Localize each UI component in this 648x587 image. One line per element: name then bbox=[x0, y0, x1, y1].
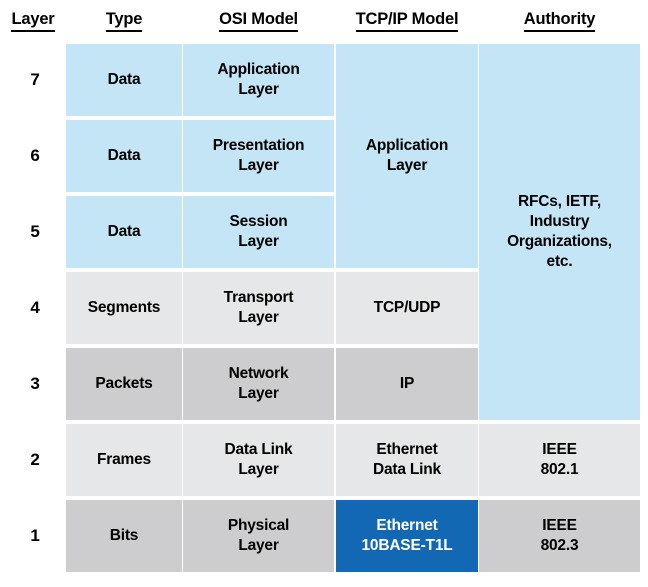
layer-number-6: 6 bbox=[30, 146, 40, 165]
authority-cell-layer-1-line2: 802.3 bbox=[540, 537, 579, 554]
layer-number-2: 2 bbox=[30, 450, 40, 469]
column-header-tcpip-model: TCP/IP Model bbox=[336, 10, 478, 32]
column-header-tcpip-model-label: TCP/IP Model bbox=[355, 10, 459, 32]
layer-number-4: 4 bbox=[30, 298, 40, 317]
type-cell-layer-4: Segments bbox=[66, 272, 182, 344]
layer-number-7: 7 bbox=[30, 70, 40, 89]
table-header-row: Layer Type OSI Model TCP/IP Model Author… bbox=[0, 0, 648, 44]
tcpip-cell-layer-2: Ethernet Data Link bbox=[336, 424, 478, 496]
type-cell-layer-7: Data bbox=[66, 44, 182, 116]
type-cell-layer-5: Data bbox=[66, 196, 182, 268]
osi-cell-layer-5: Session Layer bbox=[183, 196, 334, 268]
tcpip-cell-layer-2-line1: Ethernet bbox=[376, 441, 438, 458]
tcpip-cell-layer-1-line2: 10BASE-T1L bbox=[361, 537, 453, 554]
osi-cell-layer-6-line2: Layer bbox=[238, 157, 279, 174]
tcpip-application-line2: Layer bbox=[386, 157, 428, 174]
tcpip-application-line1: Application bbox=[365, 137, 449, 154]
osi-cell-layer-7-line2: Layer bbox=[238, 81, 279, 98]
type-cell-layer-1: Bits bbox=[66, 500, 182, 572]
osi-cell-layer-7: Application Layer bbox=[183, 44, 334, 116]
authority-rfcs-line2: Industry bbox=[529, 213, 590, 230]
tcpip-cell-layer-1-highlighted: Ethernet 10BASE-T1L bbox=[336, 500, 478, 572]
osi-cell-layer-5-line1: Session bbox=[229, 213, 288, 230]
osi-cell-layer-2-line2: Layer bbox=[238, 461, 279, 478]
column-header-osi-model: OSI Model bbox=[183, 10, 334, 32]
column-header-layer-label: Layer bbox=[11, 10, 55, 32]
authority-cell-layer-2-line2: 802.1 bbox=[540, 461, 579, 478]
tcpip-cell-layer-3: IP bbox=[336, 348, 478, 420]
osi-cell-layer-2: Data Link Layer bbox=[183, 424, 334, 496]
column-header-authority: Authority bbox=[479, 10, 640, 32]
authority-cell-layer-1: IEEE 802.3 bbox=[479, 500, 640, 572]
authority-rfcs-line4: etc. bbox=[546, 253, 573, 270]
column-header-osi-model-label: OSI Model bbox=[219, 10, 298, 32]
table-body: 7 6 5 4 3 2 1 Data Data Data Segments Pa… bbox=[0, 44, 648, 577]
tcpip-cell-application-layer-merged: Application Layer bbox=[336, 44, 478, 268]
tcpip-cell-layer-1-line1: Ethernet bbox=[376, 517, 438, 534]
osi-cell-layer-6-line1: Presentation bbox=[212, 137, 305, 154]
type-cell-layer-6: Data bbox=[66, 120, 182, 192]
layer-number-5: 5 bbox=[30, 222, 40, 241]
osi-cell-layer-6: Presentation Layer bbox=[183, 120, 334, 192]
authority-cell-layer-2: IEEE 802.1 bbox=[479, 424, 640, 496]
osi-cell-layer-3: Network Layer bbox=[183, 348, 334, 420]
authority-rfcs-line1: RFCs, IETF, bbox=[517, 193, 602, 210]
authority-cell-rfcs-merged: RFCs, IETF, Industry Organizations, etc. bbox=[479, 44, 640, 420]
osi-cell-layer-3-line1: Network bbox=[228, 365, 289, 382]
osi-cell-layer-1-line1: Physical bbox=[227, 517, 290, 534]
type-cell-layer-3: Packets bbox=[66, 348, 182, 420]
layer-number-1: 1 bbox=[30, 526, 40, 545]
osi-cell-layer-4-line1: Transport bbox=[223, 289, 294, 306]
authority-cell-layer-2-line1: IEEE bbox=[542, 441, 577, 458]
authority-cell-layer-1-line1: IEEE bbox=[542, 517, 577, 534]
authority-rfcs-line3: Organizations, bbox=[507, 233, 612, 250]
tcpip-cell-layer-4: TCP/UDP bbox=[336, 272, 478, 344]
osi-cell-layer-1: Physical Layer bbox=[183, 500, 334, 572]
osi-cell-layer-2-line1: Data Link bbox=[224, 441, 293, 458]
column-header-type: Type bbox=[66, 10, 182, 32]
osi-cell-layer-4-line2: Layer bbox=[238, 309, 279, 326]
type-cell-layer-2: Frames bbox=[66, 424, 182, 496]
column-header-authority-label: Authority bbox=[523, 10, 595, 32]
column-header-layer: Layer bbox=[0, 10, 66, 32]
osi-cell-layer-4: Transport Layer bbox=[183, 272, 334, 344]
layer-number-3: 3 bbox=[30, 374, 40, 393]
column-header-type-label: Type bbox=[105, 10, 142, 32]
osi-cell-layer-3-line2: Layer bbox=[238, 385, 279, 402]
tcpip-cell-layer-2-line2: Data Link bbox=[373, 461, 441, 478]
osi-cell-layer-1-line2: Layer bbox=[238, 537, 279, 554]
osi-cell-layer-7-line1: Application bbox=[217, 61, 300, 78]
osi-cell-layer-5-line2: Layer bbox=[238, 233, 279, 250]
